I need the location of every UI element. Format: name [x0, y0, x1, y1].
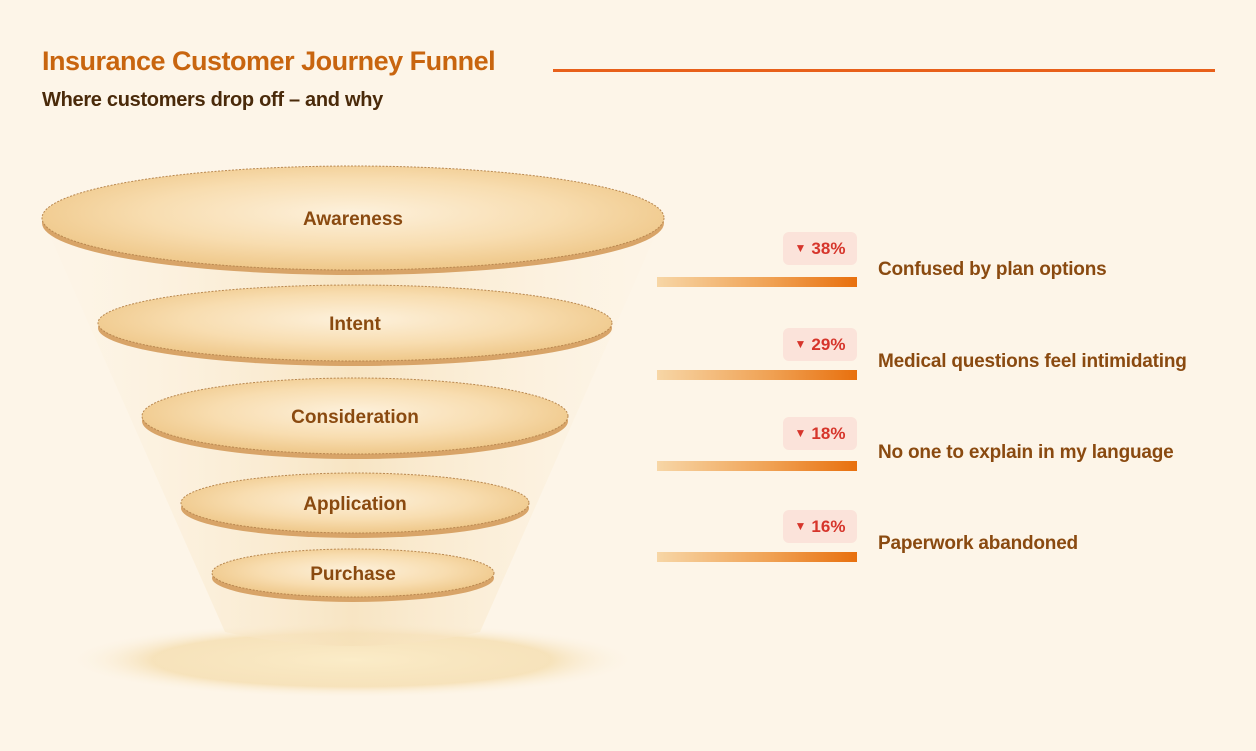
dropoff-percent: 29% — [811, 334, 846, 354]
dropoff-bar — [657, 277, 857, 287]
funnel-stage-disc — [180, 472, 530, 534]
funnel-stage-disc — [97, 284, 613, 362]
dropoff-reason: Confused by plan options — [878, 259, 1107, 280]
dropoff-badge: ▼ 38% — [783, 232, 857, 265]
funnel-stage-disc — [41, 165, 665, 271]
funnel-floor-shadow — [67, 622, 637, 698]
down-triangle-icon: ▼ — [794, 336, 807, 351]
funnel-stage-label-awareness: Awareness — [303, 209, 403, 230]
dropoff-badge: ▼ 18% — [783, 417, 857, 450]
funnel-stage-disc — [211, 548, 495, 598]
page-title: Insurance Customer Journey Funnel — [42, 46, 496, 76]
dropoff-percent: 16% — [811, 516, 846, 536]
dropoff-reason: No one to explain in my language — [878, 442, 1174, 463]
dropoff-reason: Medical questions feel intimidating — [878, 351, 1187, 372]
funnel-stage-label-intent: Intent — [329, 314, 381, 335]
dropoff-bar — [657, 461, 857, 471]
dropoff-percent: 38% — [811, 238, 846, 258]
dropoff-bar — [657, 370, 857, 380]
dropoff-badge: ▼ 16% — [783, 510, 857, 543]
funnel-stage-label-purchase: Purchase — [310, 564, 396, 585]
title-rule — [553, 69, 1215, 72]
page-subtitle: Where customers drop off – and why — [42, 89, 383, 111]
dropoff-percent: 18% — [811, 423, 846, 443]
funnel-stage-disc — [141, 377, 569, 455]
down-triangle-icon: ▼ — [794, 518, 807, 533]
dropoff-reason: Paperwork abandoned — [878, 533, 1078, 554]
down-triangle-icon: ▼ — [794, 240, 807, 255]
dropoff-badge: ▼ 29% — [783, 328, 857, 361]
funnel-stage-label-application: Application — [303, 494, 407, 515]
down-triangle-icon: ▼ — [794, 425, 807, 440]
funnel-stage-label-consideration: Consideration — [291, 407, 419, 428]
dropoff-bar — [657, 552, 857, 562]
